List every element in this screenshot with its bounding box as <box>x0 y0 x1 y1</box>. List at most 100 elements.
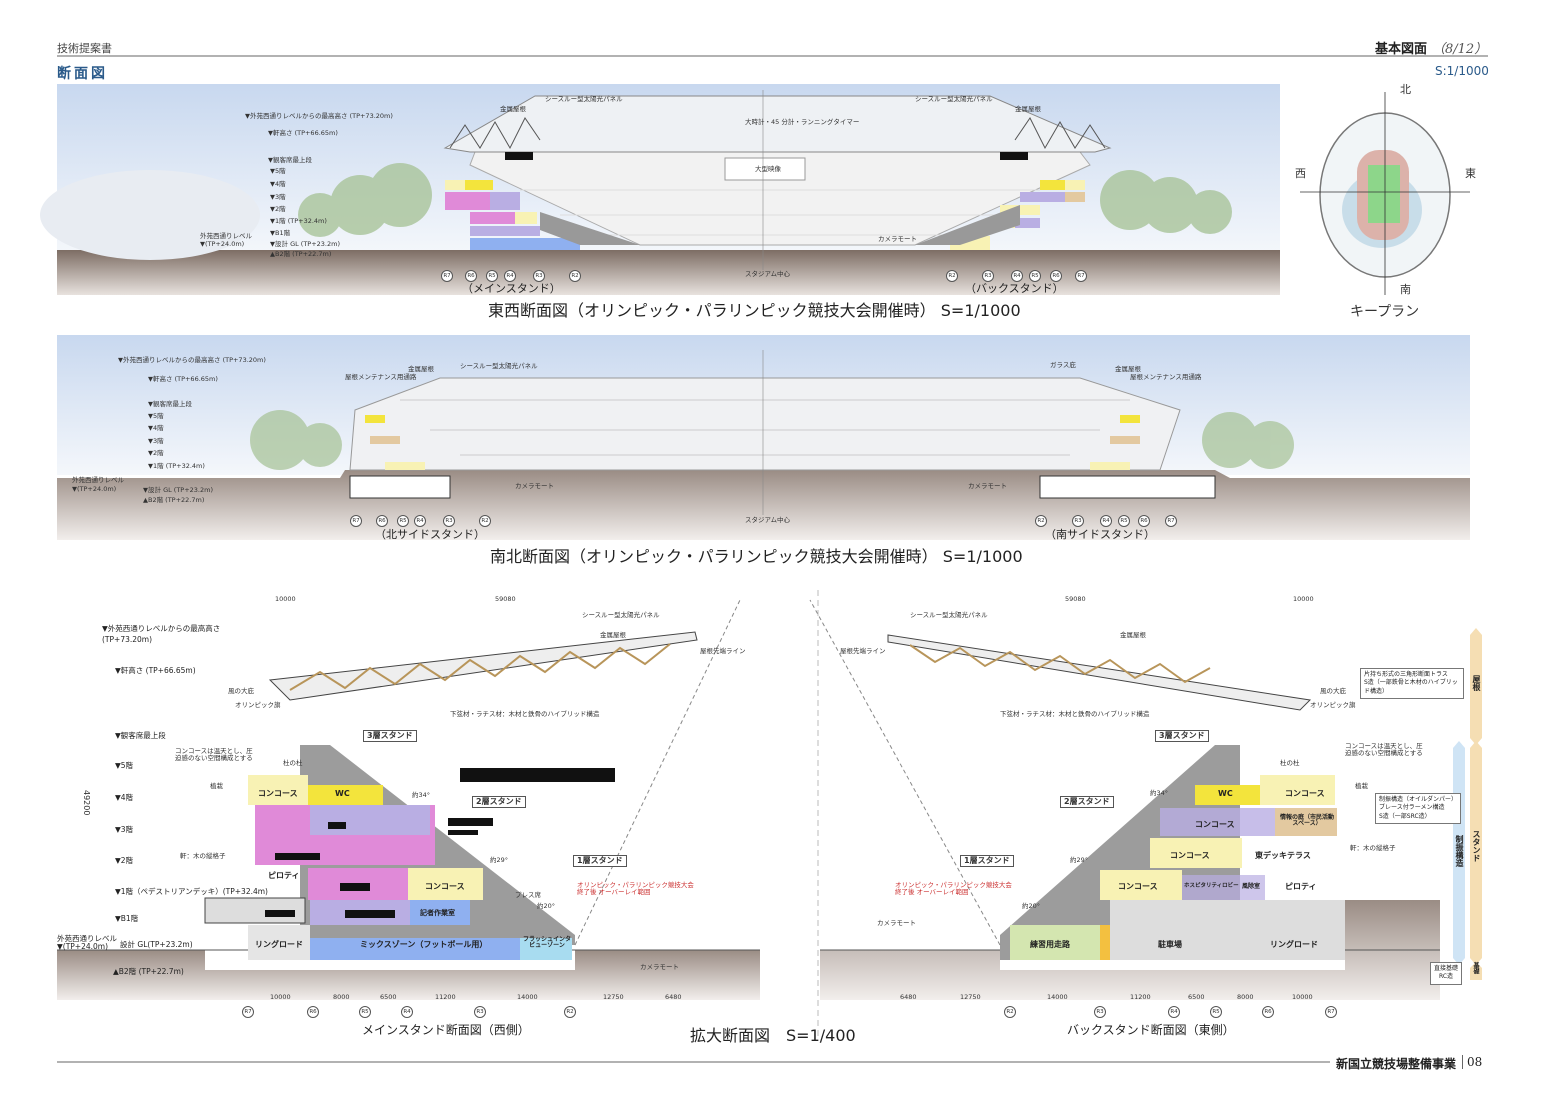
level: ▼2階 <box>148 449 164 457</box>
room-label: ピロティ <box>1285 882 1317 891</box>
stand-tier-label: 1層スタンド <box>573 855 627 867</box>
grid-marker: R3 <box>443 515 455 527</box>
doc-title: 技術提案書 <box>57 42 112 55</box>
level: ▼4階 <box>148 424 164 432</box>
grid-marker: R3 <box>1072 515 1084 527</box>
truss-note-box: 片持ち形式の三角形断面トラス S造（一部鉄骨と木材のハイブリッド構造） <box>1360 668 1464 700</box>
dimension: 14000 <box>517 993 538 1001</box>
grid-marker: R7 <box>441 270 453 282</box>
grid-marker: R6 <box>465 270 477 282</box>
footer-project: 新国立競技場整備事業 <box>1336 1057 1457 1071</box>
roof-truss-right <box>1014 117 1106 150</box>
east-west-caption: 東西断面図（オリンピック・パラリンピック競技大会開催時） S=1/1000 <box>488 301 1021 320</box>
level: ▼5階 <box>148 412 164 420</box>
keyplan-title: キープラン <box>1350 304 1420 320</box>
dimension: 59080 <box>495 595 516 603</box>
level: ▼4階 <box>115 793 134 802</box>
north-rooms-small <box>365 415 425 470</box>
dimension: 10000 <box>1293 595 1314 603</box>
dimension: 6480 <box>900 993 917 1001</box>
scale-label: S:1/1000 <box>1435 64 1489 78</box>
damping-note-box: 制振構造（オイルダンパー） ブレース付ラーメン構造 S造（一部SRC造） <box>1375 793 1462 825</box>
note: 金属屋根 <box>600 631 626 639</box>
note: シースルー型太陽光パネル <box>910 611 988 619</box>
grid-marker: R3 <box>982 270 994 282</box>
note: 杜の杜 <box>1280 759 1300 767</box>
main-stand-label: （メインスタンド） <box>462 282 561 295</box>
dimension: 6480 <box>665 993 682 1001</box>
back-stand-label: （バックスタンド） <box>965 282 1064 295</box>
level: ▼B1階 <box>115 914 139 923</box>
level: ▼3階 <box>270 193 286 201</box>
structure-roof-label: 屋根 <box>1472 675 1481 691</box>
grid-marker: R6 <box>1050 270 1062 282</box>
level: ▼外苑西通りレベルからの最高高さ <box>102 624 221 633</box>
note: 下弦材・ラチス材：木材と鉄骨のハイブリッド構造 <box>1000 710 1150 718</box>
room-label: コンコース <box>1118 882 1158 891</box>
dimension: 59080 <box>1065 595 1086 603</box>
grid-marker: R3 <box>533 270 545 282</box>
stand-tier-label: 2層スタンド <box>1060 796 1114 808</box>
footer-page-number: 08 <box>1462 1055 1482 1069</box>
dimension: 6500 <box>380 993 397 1001</box>
room-label: 駐車場 <box>1158 940 1182 949</box>
section-title: 基本図面 <box>1375 42 1428 57</box>
note: 植栽 <box>210 782 223 790</box>
stand-tier-label: 1層スタンド <box>960 855 1014 867</box>
room-label: コンコース <box>1195 820 1235 829</box>
room-label: リングロード <box>255 940 303 949</box>
level: ▼(TP+24.0m) <box>57 942 109 951</box>
note: オリンピック旗 <box>235 701 281 709</box>
label-roof: 金属屋根 <box>500 105 526 113</box>
north-label: 北 <box>1400 83 1411 96</box>
trees-right <box>1100 170 1232 234</box>
grid-marker: R4 <box>401 1006 413 1018</box>
level: 外苑西通りレベル <box>57 934 117 943</box>
level: ▼B1階 <box>270 229 291 237</box>
room-label: コンコース <box>425 882 465 891</box>
grid-marker: R4 <box>1011 270 1023 282</box>
note: 風の大庇 <box>228 687 254 695</box>
level: ▼4階 <box>270 180 286 188</box>
south-stand-label: （南サイドスタンド） <box>1045 528 1155 541</box>
room-label: WC <box>335 789 350 798</box>
wood-truss-west <box>289 643 671 691</box>
level: ▼外苑西通りレベルからの最高高さ (TP+73.20m) <box>118 356 266 364</box>
grid-marker: R6 <box>376 515 388 527</box>
note: 下弦材・ラチス材：木材と鉄骨のハイブリッド構造 <box>450 710 600 718</box>
label-glass: ガラス庇 <box>1050 361 1076 369</box>
field <box>1368 165 1400 223</box>
stand-tier-label: 3層スタンド <box>363 730 417 742</box>
label-camera: カメラモート <box>878 235 917 243</box>
label-screen: 大型映像 <box>755 165 781 173</box>
grid-marker: R2 <box>564 1006 576 1018</box>
level: ▼観客席最上段 <box>148 400 192 408</box>
note: オリンピック旗 <box>1310 701 1356 709</box>
note: 約20° <box>537 902 556 910</box>
grid-marker: R5 <box>486 270 498 282</box>
note: オリンピック・パラリンピック競技大会終了後 オーバーレイ範囲 <box>577 881 694 896</box>
west-rooms-small <box>445 180 640 250</box>
grid-marker: R5 <box>1210 1006 1222 1018</box>
grid-marker: R7 <box>242 1006 254 1018</box>
note: 屋根先端ライン <box>700 647 746 655</box>
note: オリンピック・パラリンピック競技大会終了後 オーバーレイ範囲 <box>895 881 1012 896</box>
note: カメラモート <box>640 963 679 971</box>
level: ▼1階 (TP+32.4m) <box>148 462 205 470</box>
page-heading: 断面図 <box>57 66 108 82</box>
foundation-note-box: 直接基礎 RC造 <box>1430 962 1463 985</box>
level: ▼軒高さ (TP+66.65m) <box>148 375 218 383</box>
label-solar-right: シースルー型太陽光パネル <box>915 95 993 103</box>
level: ▼2階 <box>115 856 134 865</box>
south-rooms-small <box>1090 415 1140 470</box>
note: 軒：木の縦格子 <box>1350 844 1396 852</box>
dimension: 14000 <box>1047 993 1068 1001</box>
enlarged-caption: 拡大断面図 S=1/400 <box>690 1026 856 1045</box>
level: 外苑西通りレベル <box>200 232 252 240</box>
dimension: 8000 <box>333 993 350 1001</box>
note: カメラモート <box>877 919 916 927</box>
level: ▲B2階 (TP+22.7m) <box>113 967 184 976</box>
note: コンコースは温天とし、圧迫感のない空間構成とする <box>175 747 253 762</box>
note: 約29° <box>1070 856 1089 864</box>
